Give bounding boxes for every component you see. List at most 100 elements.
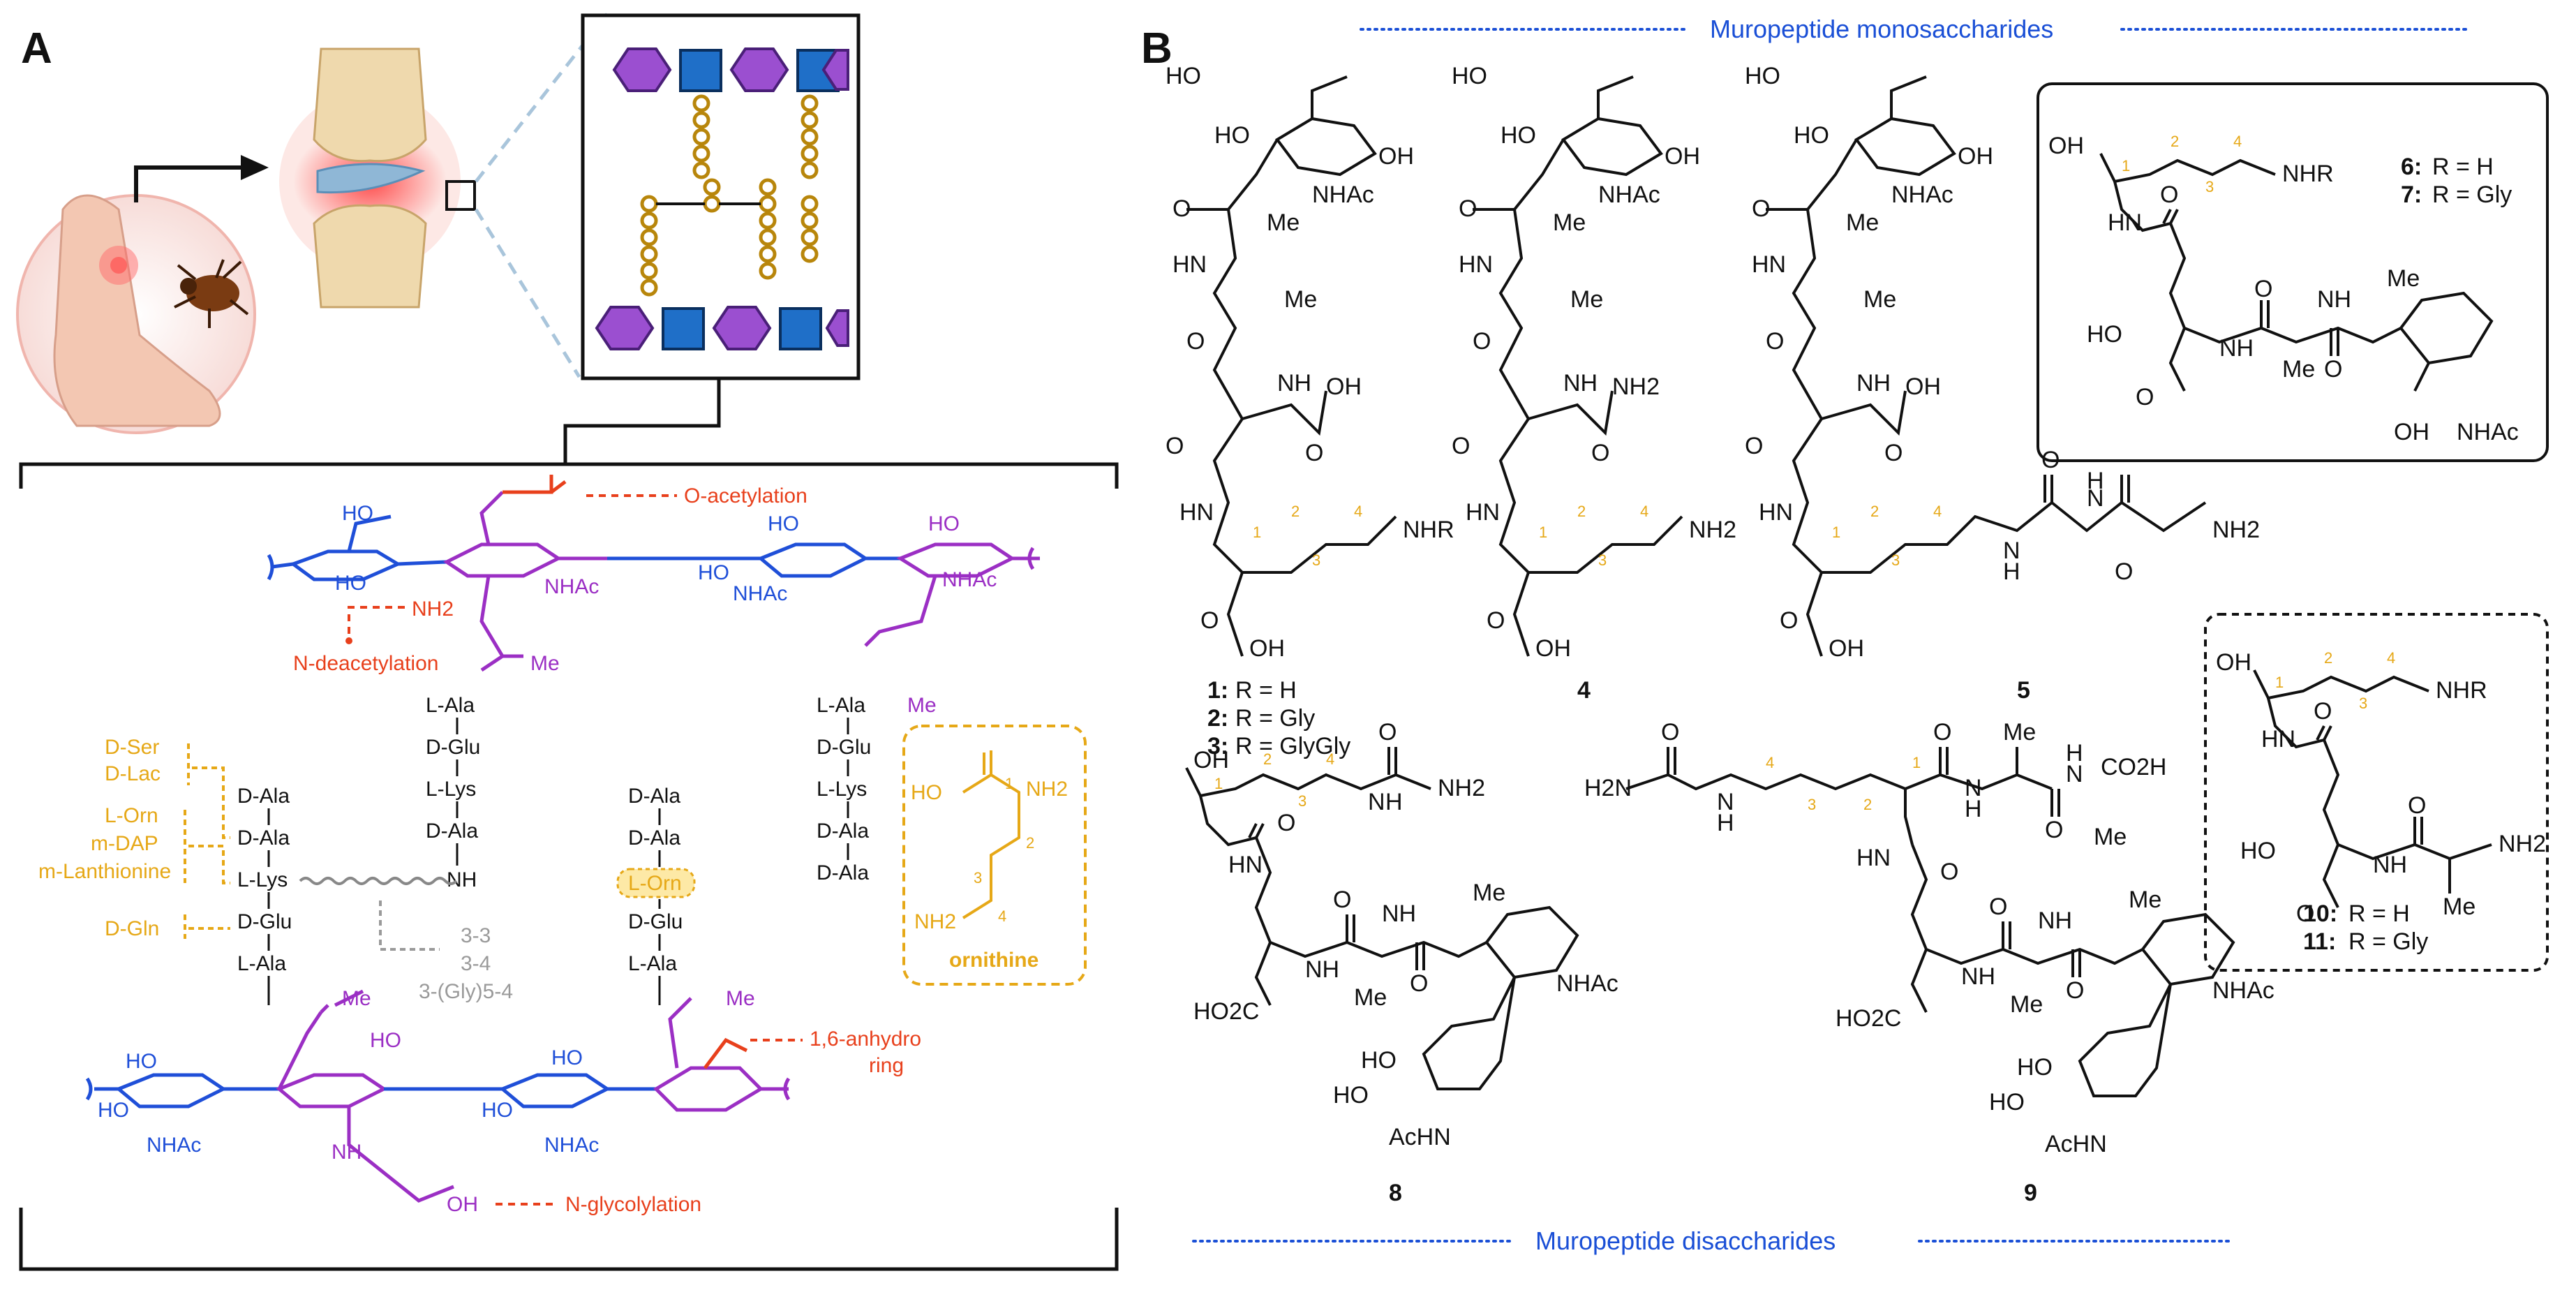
compound-8-structure — [1185, 747, 1579, 1090]
c1-oh-3: OH — [1249, 635, 1285, 662]
c1-nh: NH — [1277, 370, 1311, 396]
c1-n2: 2 — [1291, 503, 1300, 520]
compound-10-11-structure — [2253, 669, 2492, 908]
c10-n2: 2 — [2324, 649, 2332, 667]
c9-h: H — [1717, 810, 1734, 836]
title-monosaccharides: Muropeptide monosaccharides — [1710, 15, 2053, 43]
stem-left-aa-1: D-Ala — [237, 785, 290, 808]
c8-achn: AcHN — [1389, 1124, 1451, 1150]
c9-o-6: O — [2066, 977, 2084, 1004]
foot-illustration — [16, 194, 256, 434]
c4-hn: HN — [1459, 251, 1493, 278]
c10-n1: 1 — [2275, 674, 2284, 691]
c6-ho: HO — [2087, 321, 2122, 348]
c5-hn-2: HN — [1759, 499, 1793, 526]
stem-orn-aa-1: D-Ala — [628, 785, 680, 808]
c9-o-5: O — [1989, 894, 2007, 920]
crosslink-3-gly5-4: 3-(Gly)5-4 — [419, 980, 513, 1003]
tick-icon — [174, 259, 249, 328]
c9-n-2: N — [1965, 775, 1982, 801]
c8-ho-2: HO — [1333, 1082, 1369, 1109]
c4-oh-1: OH — [1665, 143, 1700, 170]
stem-mid-aa-1: L-Ala — [426, 694, 475, 717]
c4-hn-2: HN — [1466, 499, 1500, 526]
label-2-r: R = Gly — [1235, 705, 1315, 732]
c10-n3: 3 — [2359, 695, 2367, 712]
peptide-beads — [640, 94, 819, 297]
stem-left-aa-3: L-Lys — [237, 868, 288, 891]
c8-n1: 1 — [1214, 775, 1223, 792]
c5-o-4: O — [1745, 433, 1763, 459]
label-10: 10: — [2303, 900, 2337, 927]
c8-nh2: NH2 — [1438, 775, 1485, 801]
c1-o-4: O — [1166, 433, 1184, 459]
c9-h-3: H — [2066, 740, 2083, 766]
c8-ho2c: HO2C — [1193, 998, 1259, 1025]
c10-o-2: O — [2296, 900, 2314, 927]
left-modifications: D-Ser D-Lac L-Orn m-DAP m-Lanthionine D-… — [38, 736, 230, 940]
label-6: 6: — [2401, 154, 2422, 180]
orn-num-1: 1 — [1005, 775, 1013, 792]
o-acetylation-label: O-acetylation — [684, 484, 807, 507]
compound-6-7-box — [2037, 82, 2549, 462]
stem-right-aa-2: D-Glu — [817, 736, 871, 759]
c6-hn: HN — [2108, 209, 2142, 236]
c9-n2: 2 — [1863, 796, 1872, 813]
label-8: 8 — [1389, 1180, 1402, 1206]
right-ho-label: HO — [928, 512, 960, 535]
stem-mid-aa-4: D-Ala — [426, 820, 478, 843]
ornithine-h2n: NH2 — [914, 910, 956, 933]
c4-n1: 1 — [1539, 524, 1547, 541]
crosslink-3-4: 3-4 — [461, 952, 491, 975]
c10-ho: HO — [2240, 838, 2276, 864]
c9-me: Me — [2003, 719, 2036, 746]
stem-orn-aa-3: L-Orn — [628, 872, 682, 895]
c8-h: H — [1385, 789, 1403, 815]
c1-o-3: O — [1305, 440, 1323, 466]
c9-n4: 4 — [1766, 754, 1774, 771]
stem-right: L-Ala D-Glu L-Lys D-Ala D-Ala — [817, 694, 871, 884]
anhydro-label-1: 1,6-anhydro — [810, 1028, 921, 1051]
c5-me-2: Me — [1863, 286, 1896, 313]
c5-h-1: H — [2003, 558, 2020, 585]
c1-n1: 1 — [1253, 524, 1261, 541]
c1-o-2: O — [1186, 328, 1205, 355]
compound-9-structure — [1625, 747, 2235, 1097]
label-3-r: R = GlyGly — [1235, 733, 1350, 759]
c6-o: O — [2160, 181, 2178, 208]
c9-nhac: NHAc — [2212, 977, 2275, 1004]
c4-oh-3: OH — [1535, 635, 1571, 662]
bottom-me-2: Me — [726, 987, 755, 1010]
label-1-r: R = H — [1235, 677, 1297, 704]
bottom-nhac-1: NHAc — [147, 1134, 201, 1157]
c4-o-5: O — [1487, 607, 1505, 634]
compound-6-7-structure — [2099, 153, 2494, 392]
c5-oh-1: OH — [1958, 143, 1993, 170]
n-glycolylation-label: N-glycolylation — [565, 1193, 701, 1216]
bottom-nhac-2: NHAc — [544, 1134, 599, 1157]
c9-ho: HO — [2017, 1054, 2053, 1081]
top-ho-right: HO — [698, 561, 729, 584]
orn-num-4: 4 — [998, 907, 1006, 925]
c4-o-4: O — [1452, 433, 1470, 459]
c9-n-3: N — [2066, 761, 2083, 787]
c9-n: N — [1717, 789, 1734, 815]
ornithine-box — [902, 725, 1087, 986]
stem-right-aa-4: D-Ala — [817, 820, 869, 843]
stem-right-aa-5: D-Ala — [817, 861, 869, 884]
ornithine-label: ornithine — [949, 949, 1038, 972]
c4-o-3: O — [1591, 440, 1609, 466]
label-1: 1: — [1207, 677, 1228, 704]
c10-nh2: NH2 — [2499, 831, 2546, 857]
stem-mid-aa-2: D-Glu — [426, 736, 480, 759]
mod-d-lac: D-Lac — [105, 762, 161, 785]
ornithine-nh2: NH2 — [1026, 778, 1068, 801]
c5-n3: 3 — [1891, 551, 1900, 569]
structure-bracket-bottom — [19, 1208, 1119, 1271]
c1-hn: HN — [1172, 251, 1207, 278]
stem-mid-nh: NH — [447, 868, 477, 891]
structure-bracket-top — [19, 462, 1119, 489]
c8-n2: 2 — [1263, 750, 1272, 768]
c5-oh-3: OH — [1829, 635, 1864, 662]
c9-o-4: O — [1940, 859, 1958, 885]
